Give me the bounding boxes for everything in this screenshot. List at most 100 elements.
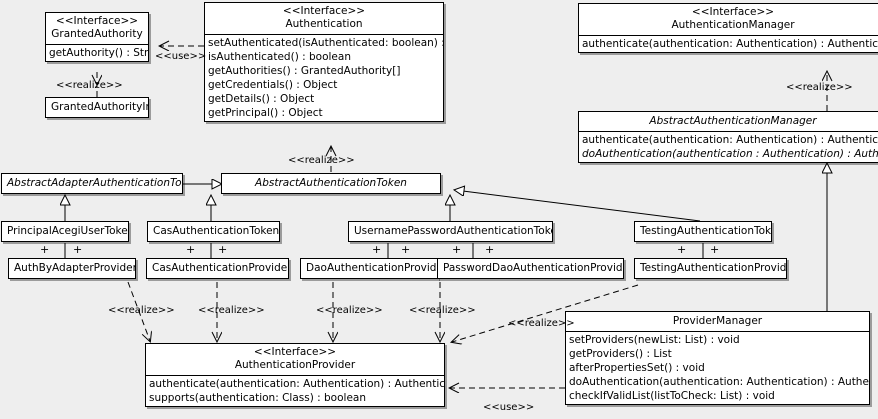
class-principal-acegi-user-token[interactable]: PrincipalAcegiUserToken [1, 221, 129, 242]
class-header: <<Interface>> Authentication [205, 3, 443, 34]
class-name: TestingAuthenticationToken [640, 225, 771, 237]
method-row: getProviders() : List [569, 348, 672, 360]
class-name: AbstractAuthenticationToken [255, 177, 407, 189]
class-name: UsernamePasswordAuthenticationToken [354, 225, 552, 237]
class-authentication-provider[interactable]: <<Interface>> AuthenticationProvider aut… [145, 343, 445, 407]
association-plus-marker: + [485, 243, 495, 256]
class-header: GrantedAuthorityImpl [46, 98, 148, 117]
method-row: setAuthenticated(isAuthenticated: boolea… [208, 37, 443, 49]
stereotype-label: <<Interface>> [282, 5, 366, 17]
class-header: <<Interface>> GrantedAuthority [46, 13, 148, 44]
class-authentication-manager[interactable]: <<Interface>> AuthenticationManager auth… [578, 3, 878, 53]
class-name: Authentication [285, 18, 363, 30]
method-row: afterPropertiesSet() : void [569, 362, 705, 374]
class-name: GrantedAuthority [51, 28, 143, 40]
method-row: getCredentials() : Object [208, 79, 338, 91]
class-name: AbstractAuthenticationManager [649, 115, 817, 127]
method-row: doAuthentication(authentication: Authent… [569, 376, 869, 388]
class-abstract-authentication-manager[interactable]: AbstractAuthenticationManager authentica… [578, 111, 878, 163]
association-plus-marker: + [710, 243, 720, 256]
methods-compartment: authenticate(authentication: Authenticat… [146, 375, 444, 406]
class-name: ProviderManager [672, 315, 763, 327]
class-name: GrantedAuthorityImpl [51, 101, 148, 113]
class-testing-authentication-token[interactable]: TestingAuthenticationToken [634, 221, 772, 242]
class-password-dao-authentication-provider[interactable]: PasswordDaoAuthenticationProvider [437, 258, 624, 279]
class-header: PrincipalAcegiUserToken [2, 222, 128, 241]
association-plus-marker: + [40, 243, 50, 256]
association-plus-marker: + [372, 243, 382, 256]
class-header: AbstractAuthenticationManager [579, 112, 878, 131]
class-dao-authentication-provider[interactable]: DaoAuthenticationProvider [300, 258, 438, 279]
class-header: UsernamePasswordAuthenticationToken [349, 222, 552, 241]
edge-label-realize-granted-authority-impl: <<realize>> [56, 80, 123, 91]
class-header: TestingAuthenticationProvider [635, 259, 786, 278]
method-row: getAuthority() : String [49, 47, 148, 59]
edge-label-use-authentication-granted-authority: <<use>> [155, 51, 207, 62]
class-header: DaoAuthenticationProvider [301, 259, 437, 278]
edge-label-realize-password-dao-authentication-provider: <<realize>> [409, 305, 476, 316]
class-name: CasAuthenticationToken [153, 225, 279, 237]
association-plus-marker: + [73, 243, 83, 256]
class-granted-authority[interactable]: <<Interface>> GrantedAuthority getAuthor… [45, 12, 149, 62]
edge-label-use-provider-manager-authentication-provider: <<use>> [483, 402, 535, 413]
class-abstract-adapter-authentication-token[interactable]: AbstractAdapterAuthenticationToken [1, 173, 183, 194]
method-row: authenticate(authentication: Authenticat… [582, 134, 878, 146]
method-row: getAuthorities() : GrantedAuthority[] [208, 65, 401, 77]
class-header: AuthByAdapterProvider [9, 259, 135, 278]
edge-label-realize-testing-authentication-provider: <<realize>> [508, 318, 575, 329]
class-header: ProviderManager [566, 312, 869, 331]
association-plus-marker: + [677, 243, 687, 256]
association-plus-marker: + [218, 243, 228, 256]
class-cas-authentication-provider[interactable]: CasAuthenticationProvider [146, 258, 289, 279]
stereotype-label: <<Interface>> [55, 15, 139, 27]
edge-label-realize-dao-authentication-provider: <<realize>> [316, 305, 383, 316]
class-header: <<Interface>> AuthenticationProvider [146, 344, 444, 375]
method-row: isAuthenticated() : boolean [208, 51, 351, 63]
edge-label-realize-abstract-authentication-manager: <<realize>> [786, 82, 853, 93]
association-plus-marker: + [452, 243, 462, 256]
method-row: getPrincipal() : Object [208, 107, 323, 119]
class-header: CasAuthenticationToken [148, 222, 279, 241]
method-row: authenticate(authentication: Authenticat… [582, 38, 878, 50]
method-row: authenticate(authentication: Authenticat… [149, 378, 444, 390]
stereotype-label: <<Interface>> [253, 346, 337, 358]
class-authentication[interactable]: <<Interface>> Authentication setAuthenti… [204, 2, 444, 122]
class-auth-by-adapter-provider[interactable]: AuthByAdapterProvider [8, 258, 136, 279]
class-granted-authority-impl[interactable]: GrantedAuthorityImpl [45, 97, 149, 118]
class-name: CasAuthenticationProvider [152, 262, 288, 274]
edge-label-realize-abstract-authentication-token: <<realize>> [288, 155, 355, 166]
methods-compartment: setProviders(newList: List) : void getPr… [566, 331, 869, 404]
methods-compartment: getAuthority() : String [46, 44, 148, 61]
class-header: <<Interface>> AuthenticationManager [579, 4, 878, 35]
method-row: checkIfValidList(listToCheck: List) : vo… [569, 390, 775, 402]
class-name: DaoAuthenticationProvider [306, 262, 437, 274]
class-testing-authentication-provider[interactable]: TestingAuthenticationProvider [634, 258, 787, 279]
class-name: AuthenticationProvider [234, 359, 356, 371]
class-header: TestingAuthenticationToken [635, 222, 771, 241]
class-name: AbstractAdapterAuthenticationToken [7, 177, 182, 189]
edge-label-realize-auth-by-adapter-provider: <<realize>> [108, 305, 175, 316]
association-plus-marker: + [186, 243, 196, 256]
class-name: AuthByAdapterProvider [14, 262, 135, 274]
class-provider-manager[interactable]: ProviderManager setProviders(newList: Li… [565, 311, 870, 405]
method-row: setProviders(newList: List) : void [569, 334, 740, 346]
class-header: AbstractAdapterAuthenticationToken [2, 174, 182, 193]
method-row: supports(authentication: Class) : boolea… [149, 392, 366, 404]
class-header: CasAuthenticationProvider [147, 259, 288, 278]
class-name: PrincipalAcegiUserToken [7, 225, 128, 237]
class-header: PasswordDaoAuthenticationProvider [438, 259, 623, 278]
class-cas-authentication-token[interactable]: CasAuthenticationToken [147, 221, 280, 242]
class-abstract-authentication-token[interactable]: AbstractAuthenticationToken [221, 173, 441, 194]
edge-label-realize-cas-authentication-provider: <<realize>> [198, 305, 265, 316]
methods-compartment: setAuthenticated(isAuthenticated: boolea… [205, 34, 443, 121]
class-name: AuthenticationManager [671, 19, 795, 31]
method-row: getDetails() : Object [208, 93, 315, 105]
stereotype-label: <<Interface>> [691, 6, 775, 18]
class-name: TestingAuthenticationProvider [640, 262, 786, 274]
association-plus-marker: + [401, 243, 411, 256]
class-name: PasswordDaoAuthenticationProvider [443, 262, 623, 274]
class-header: AbstractAuthenticationToken [222, 174, 440, 193]
class-username-password-authentication-token[interactable]: UsernamePasswordAuthenticationToken [348, 221, 553, 242]
method-row: doAuthentication(authentication : Authen… [582, 148, 878, 160]
